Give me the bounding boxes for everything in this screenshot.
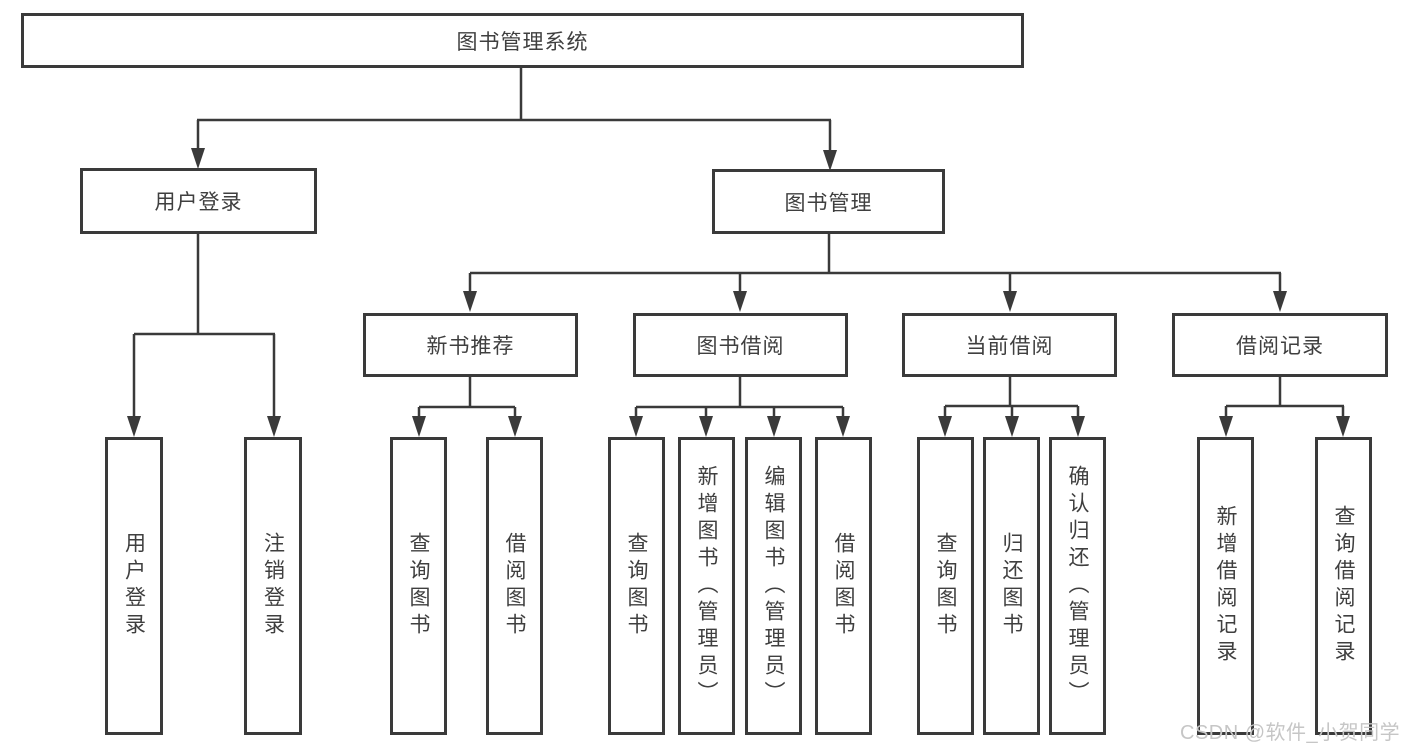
- node-leaf-edit-books-admin-label: 编辑图书（管理员）: [762, 464, 785, 708]
- node-book-borrow: 图书借阅: [633, 313, 848, 377]
- node-new-book-recommend: 新书推荐: [363, 313, 578, 377]
- node-leaf-add-borrow-record: 新增借阅记录: [1197, 437, 1254, 735]
- node-current-borrow: 当前借阅: [902, 313, 1117, 377]
- node-leaf-user-login-label: 用户登录: [122, 532, 146, 640]
- node-leaf-add-borrow-record-label: 新增借阅记录: [1214, 505, 1237, 667]
- node-leaf-return-books: 归还图书: [983, 437, 1040, 735]
- node-leaf-query-borrow-record-label: 查询借阅记录: [1332, 505, 1355, 667]
- node-book-management: 图书管理: [712, 169, 945, 234]
- csdn-watermark: CSDN @软件_小贺同学: [1180, 722, 1401, 744]
- node-borrow-records-label: 借阅记录: [1236, 335, 1324, 358]
- node-leaf-edit-books-admin: 编辑图书（管理员）: [745, 437, 802, 735]
- node-user-login: 用户登录: [80, 168, 317, 234]
- node-leaf-borrow-books-2: 借阅图书: [815, 437, 872, 735]
- node-leaf-borrow-books-2-label: 借阅图书: [832, 532, 855, 640]
- node-leaf-add-books-admin: 新增图书（管理员）: [678, 437, 735, 735]
- node-leaf-borrow-books-1-label: 借阅图书: [503, 532, 526, 640]
- node-leaf-query-books-1: 查询图书: [390, 437, 447, 735]
- node-leaf-borrow-books-1: 借阅图书: [486, 437, 543, 735]
- node-book-borrow-label: 图书借阅: [696, 335, 785, 358]
- node-leaf-query-books-3: 查询图书: [917, 437, 974, 735]
- node-leaf-query-books-2-label: 查询图书: [625, 532, 648, 640]
- node-leaf-query-borrow-record: 查询借阅记录: [1315, 437, 1372, 735]
- node-leaf-query-books-3-label: 查询图书: [934, 532, 957, 640]
- node-leaf-query-books-2: 查询图书: [608, 437, 665, 735]
- node-leaf-logout: 注销登录: [244, 437, 302, 735]
- node-leaf-add-books-admin-label: 新增图书（管理员）: [695, 464, 718, 708]
- node-user-login-label: 用户登录: [154, 191, 243, 214]
- node-book-management-label: 图书管理: [784, 191, 873, 215]
- node-borrow-records: 借阅记录: [1172, 313, 1388, 377]
- node-new-book-recommend-label: 新书推荐: [426, 335, 515, 358]
- node-root: 图书管理系统: [21, 13, 1024, 68]
- node-leaf-return-books-label: 归还图书: [1000, 532, 1023, 640]
- node-current-borrow-label: 当前借阅: [965, 335, 1054, 358]
- node-leaf-confirm-return-admin: 确认归还（管理员）: [1049, 437, 1106, 735]
- node-leaf-logout-label: 注销登录: [261, 532, 285, 640]
- node-leaf-user-login: 用户登录: [105, 437, 163, 735]
- node-leaf-query-books-1-label: 查询图书: [407, 532, 430, 640]
- node-leaf-confirm-return-admin-label: 确认归还（管理员）: [1066, 464, 1089, 708]
- node-root-label: 图书管理系统: [456, 30, 589, 54]
